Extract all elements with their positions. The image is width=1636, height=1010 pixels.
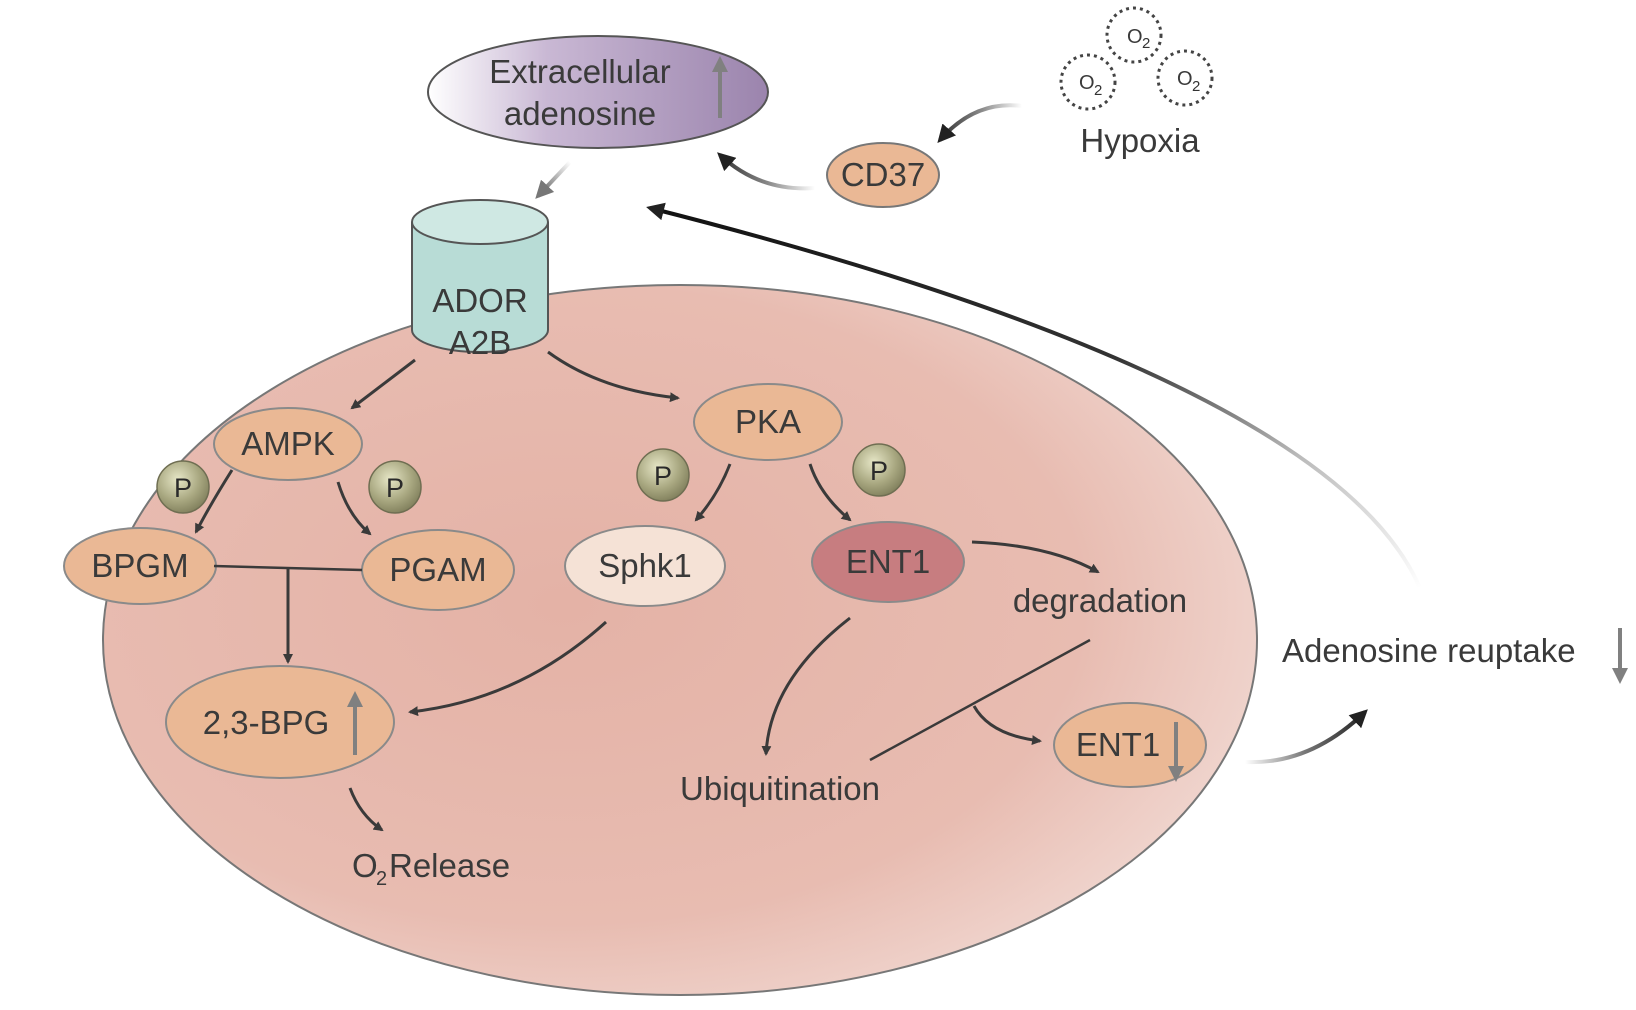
pka-to-ent1-arrow — [808, 463, 852, 522]
svg-text:P: P — [386, 473, 404, 503]
svg-text:Release: Release — [389, 847, 510, 884]
svg-text:P: P — [654, 461, 672, 491]
ent1-to-degradation-arrow — [971, 540, 1100, 574]
cell-body — [102, 284, 1258, 996]
ubiquitination-degradation-link — [869, 638, 1091, 762]
pgam-label: PGAM — [389, 551, 486, 588]
svg-text:O: O — [352, 847, 378, 884]
sphk1-node: Sphk1 — [564, 525, 726, 607]
ent1-low-node: ENT1 — [1053, 702, 1207, 788]
cd37-node: CD37 — [826, 142, 940, 208]
svg-text:2: 2 — [1142, 35, 1150, 52]
svg-text:P: P — [174, 473, 192, 503]
pka-node: PKA — [693, 383, 843, 461]
bpgm-node: BPGM — [63, 527, 217, 605]
sphk1-label: Sphk1 — [598, 547, 692, 584]
degradation-label: degradation — [1013, 582, 1187, 619]
cd37-to-adenosine-arrow — [717, 152, 816, 191]
ent1-label: ENT1 — [846, 543, 930, 580]
o2-bubble-icon: O 2 — [1059, 53, 1117, 111]
ampk-label: AMPK — [241, 425, 335, 462]
bpgm-label: BPGM — [91, 547, 188, 584]
extracellular-adenosine-node: Extracellular adenosine — [427, 35, 769, 149]
svg-text:2: 2 — [1192, 78, 1200, 95]
phospho-badge: P — [368, 460, 422, 514]
svg-text:2: 2 — [376, 868, 387, 890]
sphk1-to-bpg-arrow — [408, 620, 608, 717]
pka-to-sphk1-arrow — [694, 463, 732, 522]
bpg-to-o2release-arrow — [348, 787, 384, 832]
reuptake-label: Adenosine reuptake — [1282, 632, 1576, 669]
adora2b-receptor: ADOR A2B — [411, 199, 549, 361]
extracellular-label-1: Extracellular — [489, 53, 671, 90]
phospho-badge: P — [156, 460, 210, 514]
bpg-node: 2,3-BPG — [165, 665, 395, 779]
receptor-label-1: ADOR — [432, 282, 527, 319]
ent1-to-ubiquitination-arrow — [761, 616, 851, 756]
bpg-label: 2,3-BPG — [203, 704, 330, 741]
o2-release-label: O 2 Release — [352, 847, 510, 890]
svg-text:P: P — [870, 456, 888, 486]
adenosine-to-receptor-arrow — [535, 160, 572, 199]
ent1-node: ENT1 — [811, 521, 965, 603]
reuptake-to-extracellular-arrow — [646, 202, 1422, 589]
ent1-to-reuptake-arrow — [1244, 709, 1368, 765]
phospho-badge: P — [636, 448, 690, 502]
pgam-node: PGAM — [361, 529, 515, 611]
svg-text:O: O — [1127, 26, 1143, 48]
receptor-to-ampk-arrow — [350, 358, 416, 410]
ent1-low-label: ENT1 — [1076, 726, 1160, 763]
receptor-to-pka-arrow — [547, 350, 680, 403]
cd37-label: CD37 — [841, 156, 925, 193]
ampk-to-pgam-arrow — [336, 481, 372, 536]
hypoxia-label: Hypoxia — [1080, 122, 1200, 159]
receptor-label-2: A2B — [449, 324, 511, 361]
hypoxia-to-cd37-arrow — [937, 103, 1023, 144]
svg-text:O: O — [1177, 68, 1193, 90]
o2-bubble-icon: O 2 — [1156, 49, 1214, 107]
ampk-node: AMPK — [213, 407, 363, 481]
ubiquitination-label: Ubiquitination — [680, 770, 880, 807]
phospho-badge: P — [852, 443, 906, 497]
pka-label: PKA — [735, 403, 801, 440]
svg-text:2: 2 — [1094, 82, 1102, 99]
o2-bubble-icon: O 2 — [1105, 6, 1163, 64]
svg-text:O: O — [1079, 72, 1095, 94]
extracellular-label-2: adenosine — [504, 95, 656, 132]
ampk-to-bpgm-arrow — [194, 469, 234, 534]
to-ent1-low-arrow — [972, 705, 1042, 746]
hypoxia-cluster: O 2 O 2 O 2 Hypoxia — [1059, 6, 1214, 159]
